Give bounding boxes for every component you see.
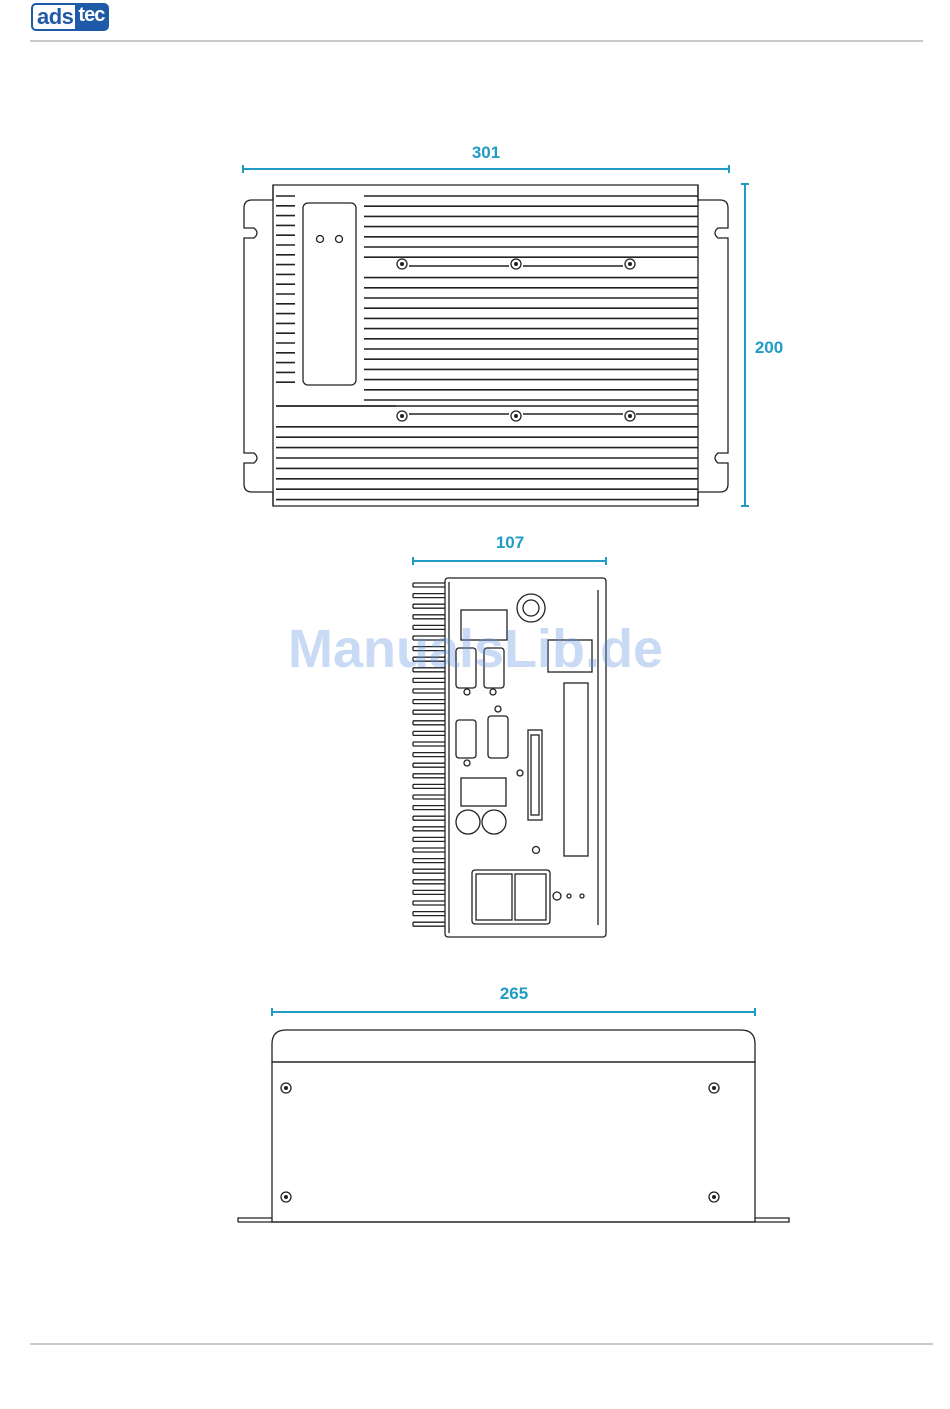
dim-label-top-width: 301: [472, 143, 500, 162]
dim-label-side-width: 107: [496, 533, 524, 552]
dim-label-top-height: 200: [755, 338, 783, 357]
front-view: [238, 1030, 789, 1222]
top-view: [244, 185, 728, 506]
watermark: ManualsLib.de: [288, 618, 663, 680]
dim-label-front-width: 265: [500, 984, 528, 1003]
footer-divider: [30, 1343, 933, 1345]
